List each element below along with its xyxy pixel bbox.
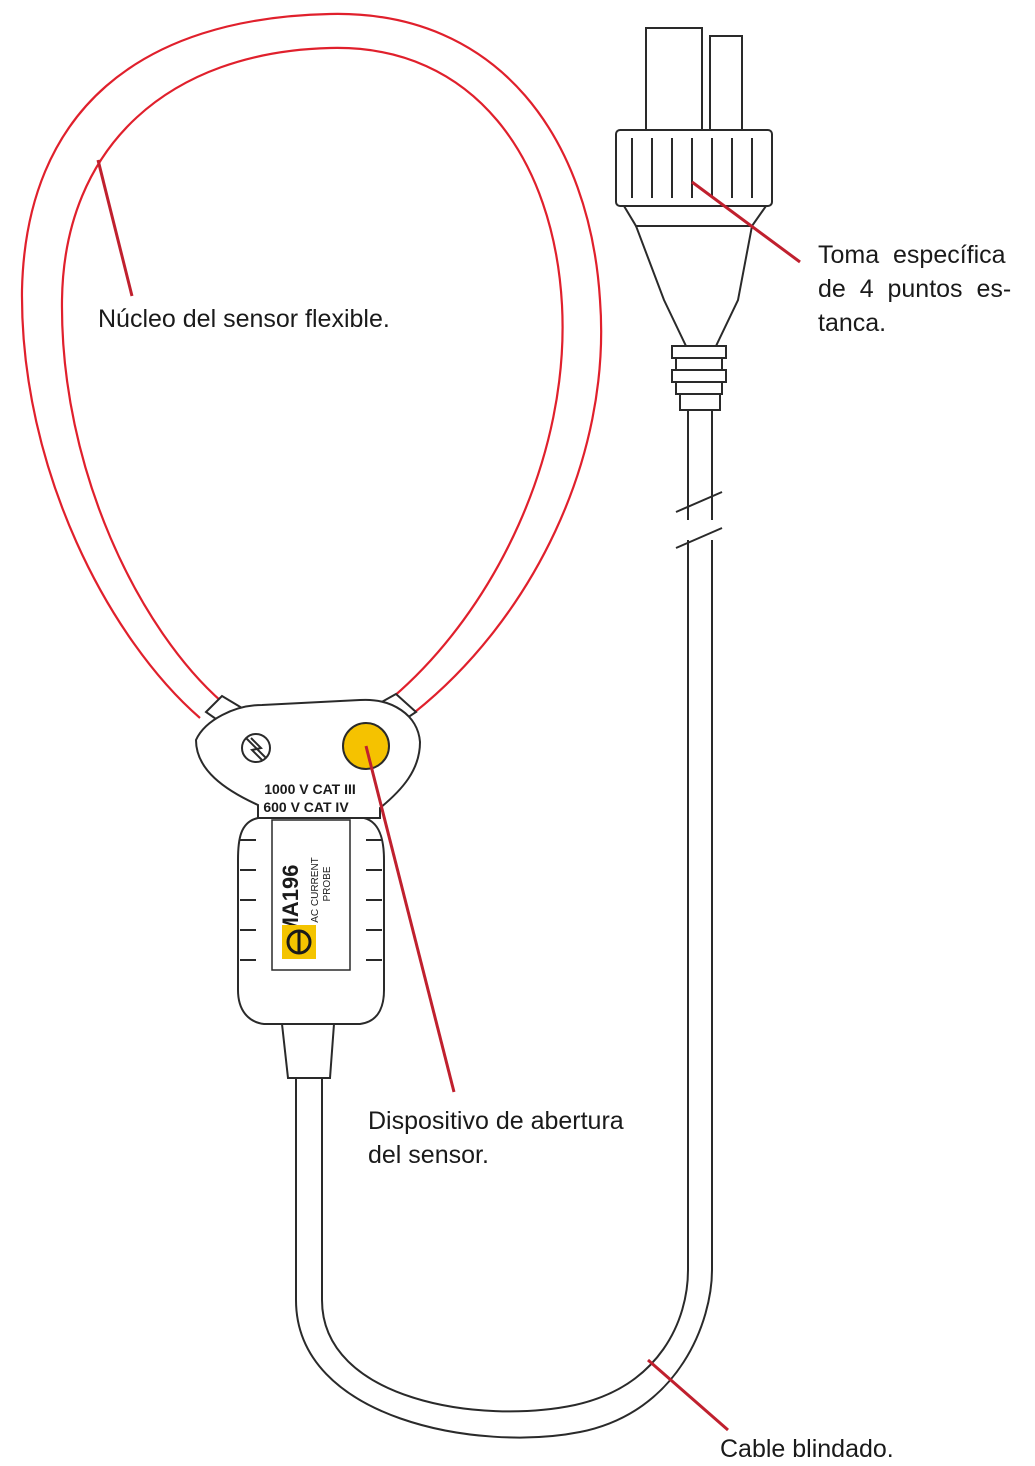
- shielded-cable: [295, 410, 713, 1439]
- label-flexible-core: Núcleo del sensor flexible.: [98, 302, 390, 336]
- connector-knurl-lines: [631, 138, 753, 198]
- label-connector-line-1: Toma específica: [818, 241, 1006, 269]
- label-flexible-core-text: Núcleo del sensor flexible.: [98, 305, 390, 333]
- leader-lines: [96, 159, 801, 1432]
- brand-logo: [282, 925, 316, 959]
- probe-type-group: AC CURRENT: [310, 857, 321, 923]
- label-opening-device-line-1: Dispositivo de abertura: [368, 1107, 624, 1135]
- probe-type-line-1: AC CURRENT: [310, 857, 321, 923]
- probe-type-line-2: PROBE: [322, 866, 333, 901]
- flexible-sensor-core: [20, 12, 603, 719]
- label-opening-device-line-2: del sensor.: [368, 1141, 489, 1169]
- leader-nucleo: [96, 159, 134, 297]
- leader-dispositivo: [364, 745, 456, 1093]
- leader-toma: [691, 180, 801, 264]
- model-number: MA196: [278, 865, 303, 936]
- model-text-group: MA196: [278, 865, 303, 936]
- connector-plug: [615, 27, 773, 411]
- label-opening-device: Dispositivo de abertura del sensor.: [368, 1104, 624, 1172]
- cable-break-mark: [675, 491, 723, 549]
- label-connector: Toma específica de 4 puntos es- tanca.: [818, 238, 1033, 340]
- label-shielded-cable: Cable blindado.: [720, 1432, 894, 1466]
- probe-type-group-2: PROBE: [322, 866, 333, 901]
- rating-line-2: 600 V CAT IV: [263, 799, 349, 815]
- rating-line-1: 1000 V CAT III: [264, 781, 356, 797]
- label-shielded-cable-text: Cable blindado.: [720, 1435, 894, 1463]
- grip-ridges: [240, 839, 382, 961]
- leader-cable: [647, 1358, 729, 1432]
- label-connector-line-3: tanca.: [818, 309, 887, 337]
- label-connector-line-2: de 4 puntos es-: [818, 275, 1012, 303]
- no-bare-conductor-icon: [241, 733, 271, 763]
